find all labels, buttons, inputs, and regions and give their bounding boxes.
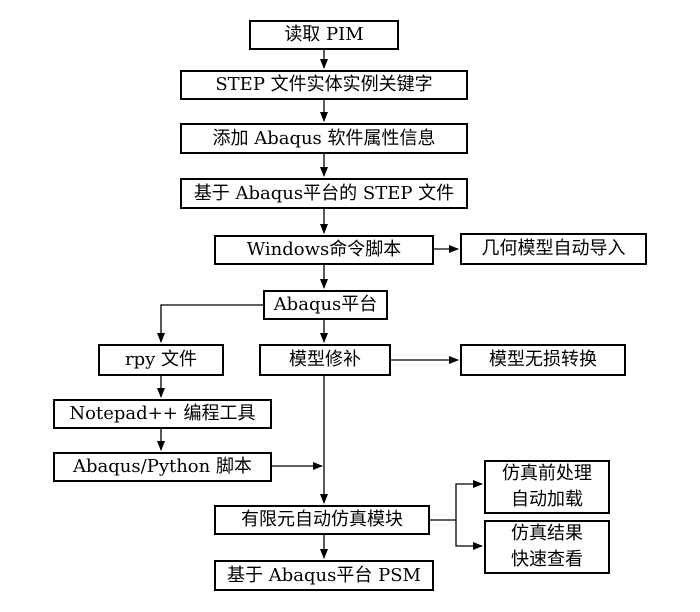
abaqus-platform-label: Abaqus平台: [273, 294, 378, 315]
model-repair-label: 模型修补: [289, 349, 361, 370]
lossless-conversion-label: 模型无损转换: [489, 349, 597, 370]
geometry-import-label: 几何模型自动导入: [481, 238, 626, 259]
python-script-box: Abaqus/Python 脚本: [53, 452, 272, 482]
add-attributes-label: 添加 Abaqus 软件属性信息: [212, 127, 436, 149]
python-script-label: Abaqus/Python 脚本: [73, 456, 252, 477]
rpy-file-box: rpy 文件: [98, 344, 224, 376]
preprocessing-label-line2: 自动加载: [511, 489, 583, 510]
step-file-box: 基于 Abaqus平台的 STEP 文件: [180, 178, 468, 209]
geometry-import-box: 几何模型自动导入: [460, 233, 647, 265]
step-keywords-label: STEP 文件实体实例关键字: [215, 74, 433, 95]
rpy-file-label: rpy 文件: [124, 349, 198, 370]
preprocessing-label-line1: 仿真前处理: [502, 463, 592, 484]
step-keywords-box: STEP 文件实体实例关键字: [180, 70, 468, 100]
read-pim-box: 读取 PIM: [249, 20, 399, 50]
notepad-tool-label: Notepad++ 编程工具: [69, 403, 256, 424]
lossless-conversion-box: 模型无损转换: [460, 344, 626, 376]
fe-simulation-module-label: 有限元自动仿真模块: [241, 509, 403, 530]
preprocessing-box: 仿真前处理 自动加载: [484, 460, 610, 514]
abaqus-platform-box: Abaqus平台: [263, 290, 388, 320]
windows-script-box: Windows命令脚本: [214, 235, 434, 265]
add-attributes-box: 添加 Abaqus 软件属性信息: [180, 123, 468, 154]
model-repair-box: 模型修补: [259, 344, 391, 376]
results-view-label-line1: 仿真结果: [511, 523, 583, 544]
psm-label: 基于 Abaqus平台 PSM: [227, 564, 421, 586]
step-file-label: 基于 Abaqus平台的 STEP 文件: [193, 182, 455, 204]
results-view-label-line2: 快速查看: [511, 549, 583, 570]
psm-box: 基于 Abaqus平台 PSM: [214, 560, 434, 591]
fe-simulation-module-box: 有限元自动仿真模块: [214, 505, 430, 535]
results-view-box: 仿真结果 快速查看: [484, 520, 610, 574]
read-pim-label: 读取 PIM: [284, 24, 364, 45]
notepad-tool-box: Notepad++ 编程工具: [53, 399, 272, 429]
windows-script-label: Windows命令脚本: [246, 239, 402, 260]
